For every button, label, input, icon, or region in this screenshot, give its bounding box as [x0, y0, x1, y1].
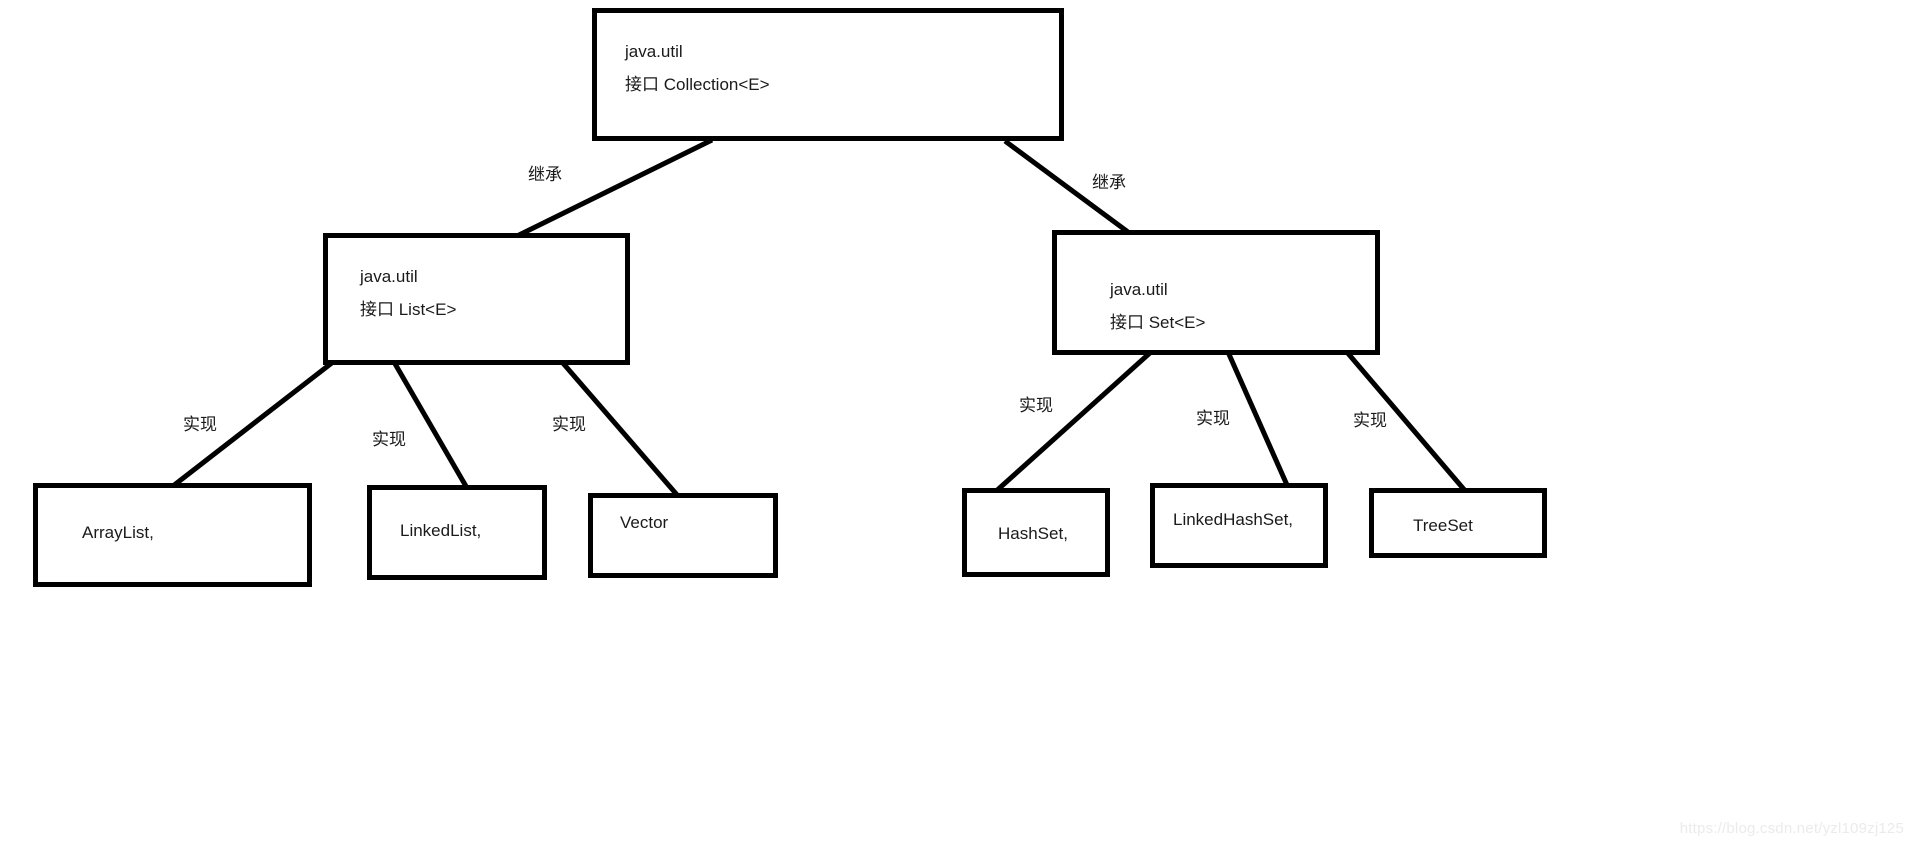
edge-label-inherit-right: 继承: [1092, 173, 1126, 192]
node-collection-interface: java.util 接口 Collection<E>: [592, 8, 1064, 141]
edge-label-implement-vector: 实现: [552, 415, 586, 434]
node-collection-package: java.util: [625, 42, 683, 61]
node-hashset-label: HashSet,: [998, 524, 1068, 543]
node-list-interface: java.util 接口 List<E>: [323, 233, 630, 365]
edge-list-to-linkedlist: [391, 360, 470, 490]
node-collection-label: 接口 Collection<E>: [625, 75, 770, 94]
node-linkedlist-label: LinkedList,: [400, 521, 482, 540]
edge-collection-to-list: [515, 137, 714, 239]
edge-label-implement-linkedhashset: 实现: [1196, 409, 1230, 428]
edge-label-implement-hashset: 实现: [1019, 396, 1053, 415]
node-list-label: 接口 List<E>: [360, 300, 457, 319]
edge-list-to-arraylist: [171, 360, 335, 488]
node-set-label: 接口 Set<E>: [1110, 313, 1206, 332]
node-vector: Vector: [588, 493, 778, 578]
node-treeset: TreeSet: [1369, 488, 1547, 558]
edge-list-to-vector: [560, 360, 680, 498]
edge-label-implement-linkedlist: 实现: [372, 430, 406, 449]
node-treeset-label: TreeSet: [1413, 516, 1473, 535]
edge-label-inherit-left: 继承: [528, 165, 562, 184]
node-vector-label: Vector: [620, 513, 669, 532]
node-arraylist-label: ArrayList,: [82, 523, 154, 542]
watermark-url-text: https://blog.csdn.net/yzl109zj125: [1679, 820, 1904, 837]
edge-label-implement-treeset: 实现: [1353, 411, 1387, 430]
edge-label-implement-arraylist: 实现: [183, 415, 217, 434]
node-linkedhashset: LinkedHashSet,: [1150, 483, 1328, 568]
edge-set-to-treeset: [1338, 342, 1475, 502]
node-set-interface: java.util 接口 Set<E>: [1052, 230, 1380, 355]
node-set-package: java.util: [1110, 280, 1168, 299]
node-linkedhashset-label: LinkedHashSet,: [1173, 510, 1294, 529]
edge-collection-to-set: [1003, 138, 1130, 235]
edge-set-to-hashset: [992, 350, 1153, 495]
node-list-package: java.util: [360, 267, 418, 286]
node-arraylist: ArrayList,: [33, 483, 312, 587]
node-linkedlist: LinkedList,: [367, 485, 547, 580]
edge-set-to-linkedhashset: [1225, 350, 1290, 487]
node-hashset: HashSet,: [962, 488, 1110, 577]
